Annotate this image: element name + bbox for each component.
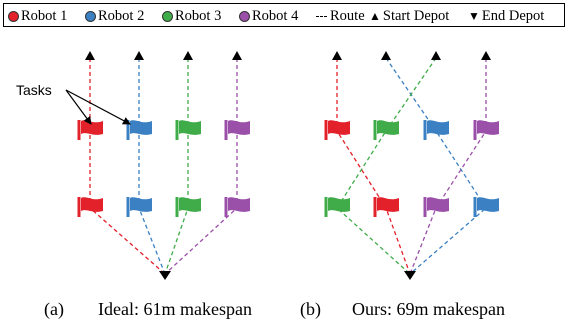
panel-b-start-depot-4 xyxy=(481,51,491,60)
panel-b-label: (b) xyxy=(300,299,321,319)
depots-layer xyxy=(85,51,491,280)
panel-a-task-flag-r2-1-cloth xyxy=(81,197,103,212)
panel-a-route-2 xyxy=(138,58,166,275)
legend-end-depot-label: End Depot xyxy=(481,7,545,24)
panel-a-label: (a) xyxy=(44,299,64,319)
panel-a-task-flag-r1-3-cloth xyxy=(179,120,201,135)
panel-b-task-flag-r1-1-cloth xyxy=(328,120,350,135)
panel-a-end-depot xyxy=(159,271,171,280)
panel-a-start-depot-4 xyxy=(232,51,242,60)
legend-robot-1-label: Robot 1 xyxy=(21,7,68,24)
legend-robot-2: Robot 2 xyxy=(85,7,144,25)
panel-a-caption: Ideal: 61m makespan xyxy=(98,299,252,319)
legend-robot-1: Robot 1 xyxy=(8,7,67,25)
panel-b-task-flag-r2-3 xyxy=(423,197,449,217)
tasks-arrow-1 xyxy=(65,89,92,125)
panel-a-task-flag-r2-3-cloth xyxy=(179,197,201,212)
panel-b-caption: Ours: 69m makespan xyxy=(352,299,505,319)
panel-b-route-1 xyxy=(336,58,411,275)
panel-b-task-flag-r1-3 xyxy=(423,120,449,140)
panel-a-start-depot-2 xyxy=(134,51,144,60)
panel-a-start-depot-3 xyxy=(183,51,193,60)
panel-a-task-flag-r2-3 xyxy=(175,197,201,217)
panel-b-task-flag-r1-1 xyxy=(324,120,350,140)
robot-2-dot-icon xyxy=(85,10,96,22)
triangle-down-icon: ▼ xyxy=(468,8,480,23)
tasks-layer xyxy=(77,120,499,217)
panel-b-task-flag-r2-4 xyxy=(473,197,499,217)
routes-layer xyxy=(89,57,487,275)
panel-b-task-flag-r1-3-cloth xyxy=(427,120,449,135)
panel-a-task-flag-r1-2-cloth xyxy=(130,120,152,135)
legend: Robot 1 Robot 2 Robot 3 Robot 4 Route ▲ … xyxy=(3,3,565,27)
panel-a-task-flag-r1-1-cloth xyxy=(81,120,103,135)
tasks-arrow-2 xyxy=(65,89,131,125)
panel-a-task-flag-r1-2 xyxy=(126,120,152,140)
panel-b-route-3 xyxy=(336,57,437,275)
panel-a-task-flag-r2-1 xyxy=(77,197,103,217)
panel-a-route-1 xyxy=(89,58,166,275)
panel-b-end-depot xyxy=(404,271,416,280)
panel-a-task-flag-r2-4 xyxy=(224,197,250,217)
panel-b-task-flag-r1-4-cloth xyxy=(477,120,499,135)
legend-robot-4-label: Robot 4 xyxy=(252,7,299,24)
panel-b-start-depot-2 xyxy=(381,51,391,60)
panel-b-task-flag-r2-4-cloth xyxy=(477,197,499,212)
legend-robot-2-label: Robot 2 xyxy=(98,7,145,24)
panel-b-task-flag-r1-2-cloth xyxy=(377,120,399,135)
triangle-up-icon: ▲ xyxy=(369,8,381,23)
legend-end-depot: ▼ End Depot xyxy=(468,7,544,25)
panel-b-task-flag-r2-2 xyxy=(373,197,399,217)
panel-a-route-3 xyxy=(164,58,189,275)
legend-robot-3: Robot 3 xyxy=(162,7,221,25)
legend-route-label: Route xyxy=(330,7,365,24)
panel-b-task-flag-r1-4 xyxy=(473,120,499,140)
panel-b-task-flag-r2-3-cloth xyxy=(427,197,449,212)
robot-3-dot-icon xyxy=(162,10,173,22)
panel-b-route-2 xyxy=(385,57,487,275)
legend-start-depot: ▲ Start Depot xyxy=(369,7,449,25)
panel-a-task-flag-r1-4 xyxy=(224,120,250,140)
panel-a-task-flag-r1-3 xyxy=(175,120,201,140)
panel-a-start-depot-1 xyxy=(85,51,95,60)
tasks-label: Tasks xyxy=(16,82,52,98)
panel-a-task-flag-r2-2-cloth xyxy=(130,197,152,212)
panel-b-task-flag-r1-2 xyxy=(373,120,399,140)
panel-b-start-depot-1 xyxy=(332,51,342,60)
route-diagram: Tasks xyxy=(16,51,499,280)
panel-a-task-flag-r2-4-cloth xyxy=(228,197,250,212)
legend-route: Route xyxy=(316,7,365,25)
legend-robot-4: Robot 4 xyxy=(239,7,298,25)
robot-4-dot-icon xyxy=(239,10,250,22)
panel-a-task-flag-r1-4-cloth xyxy=(228,120,250,135)
legend-robot-3-label: Robot 3 xyxy=(175,7,222,24)
panel-b-task-flag-r2-2-cloth xyxy=(377,197,399,212)
panel-a-route-4 xyxy=(164,58,238,275)
robot-1-dot-icon xyxy=(8,10,19,22)
panel-b-task-flag-r2-1 xyxy=(324,197,350,217)
panel-a-task-flag-r2-2 xyxy=(126,197,152,217)
panel-b-start-depot-3 xyxy=(431,51,441,60)
tasks-annotation: Tasks xyxy=(16,82,131,125)
dashed-line-icon xyxy=(316,15,327,17)
panel-b-route-4 xyxy=(409,58,487,275)
legend-start-depot-label: Start Depot xyxy=(382,7,450,24)
panel-b-task-flag-r2-1-cloth xyxy=(328,197,350,212)
